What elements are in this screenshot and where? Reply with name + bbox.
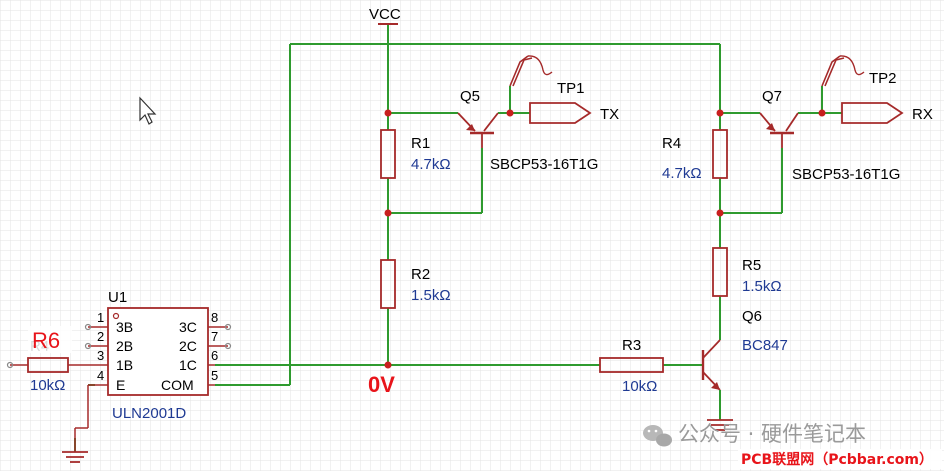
r6-ref: R6 — [32, 328, 60, 353]
junctions — [384, 109, 826, 369]
r6-value: 10kΩ — [30, 377, 65, 394]
r4-ref: R4 — [662, 135, 681, 152]
r2-ref: R2 — [411, 266, 430, 283]
vcc-label: VCC — [369, 6, 401, 23]
r1-value: 4.7kΩ — [411, 156, 451, 173]
resistor-r3[interactable]: R3 10kΩ — [599, 337, 664, 395]
r4-value: 4.7kΩ — [662, 165, 702, 182]
transistor-q7[interactable]: Q7 SBCP53-16T1G — [759, 88, 900, 183]
port-rx[interactable]: RX — [841, 102, 933, 124]
port-tx[interactable]: TX — [529, 102, 619, 124]
q7-ref: Q7 — [762, 88, 782, 105]
vcc-symbol: VCC — [369, 6, 401, 25]
r5-ref: R5 — [742, 257, 761, 274]
resistor-r4[interactable]: R4 4.7kΩ — [662, 129, 728, 182]
u1-part: ULN2001D — [112, 405, 186, 422]
q6-ref: Q6 — [742, 308, 762, 325]
u1-ref: U1 — [108, 289, 127, 306]
ground-symbol-q6 — [707, 419, 733, 431]
test-point-tp1[interactable]: TP1 — [509, 55, 585, 97]
u1-pin-1-name: 3B — [116, 319, 133, 335]
resistor-r5[interactable]: R5 1.5kΩ — [712, 247, 782, 297]
q6-part: BC847 — [742, 337, 788, 354]
transistor-q6[interactable]: Q6 BC847 — [701, 308, 788, 420]
u1-pin-6-name: 1C — [179, 357, 197, 373]
resistor-r1[interactable]: R1 4.7kΩ — [380, 129, 451, 179]
u1-pin-7-name: 2C — [179, 338, 197, 354]
u1-pin-2-num: 2 — [97, 329, 104, 344]
u1-pin-3-name: 1B — [116, 357, 133, 373]
u1-pin-3-num: 3 — [97, 348, 104, 363]
test-point-tp2[interactable]: TP2 — [821, 55, 897, 87]
r5-value: 1.5kΩ — [742, 278, 782, 295]
tx-label: TX — [600, 106, 619, 123]
rx-label: RX — [912, 106, 933, 123]
q5-part: SBCP53-16T1G — [490, 156, 598, 173]
wechat-icon — [643, 425, 672, 447]
u1-pin-5-name: COM — [161, 377, 194, 393]
r3-value: 10kΩ — [622, 378, 657, 395]
net-label-0v: 0V — [368, 372, 395, 397]
ic-u1[interactable]: U1 ULN2001D 1 2 3 4 3B 2B 1B E 8 7 6 5 — [84, 289, 232, 422]
tp1-ref: TP1 — [557, 80, 585, 97]
r2-value: 1.5kΩ — [411, 287, 451, 304]
transistor-q5[interactable]: Q5 SBCP53-16T1G — [457, 88, 598, 173]
u1-pin-6-num: 6 — [211, 348, 218, 363]
watermark-channel: 公众号 · 硬件笔记本 — [678, 422, 866, 446]
u1-pin-5-num: 5 — [211, 368, 218, 383]
u1-pin-7-num: 7 — [211, 329, 218, 344]
q5-ref: Q5 — [460, 88, 480, 105]
resistor-r2[interactable]: R2 1.5kΩ — [380, 259, 451, 309]
mouse-cursor-icon — [139, 96, 157, 125]
u1-pin-2-name: 2B — [116, 338, 133, 354]
q7-part: SBCP53-16T1G — [792, 166, 900, 183]
r1-ref: R1 — [411, 135, 430, 152]
watermark: 公众号 · 硬件笔记本 PCB联盟网（Pcbbar.com） — [643, 422, 942, 469]
u1-pin-8-name: 3C — [179, 319, 197, 335]
u1-pin-4-name: E — [116, 377, 125, 393]
tp2-ref: TP2 — [869, 70, 897, 87]
u1-pin-8-num: 8 — [211, 310, 218, 325]
u1-pin-4-num: 4 — [97, 368, 104, 383]
watermark-site: PCB联盟网（Pcbbar.com） — [741, 452, 933, 468]
ground-symbol-u1 — [62, 385, 89, 463]
u1-pin-1-num: 1 — [97, 310, 104, 325]
resistor-r6[interactable]: R4 R6 10kΩ — [6, 326, 89, 394]
r3-ref: R3 — [622, 337, 641, 354]
